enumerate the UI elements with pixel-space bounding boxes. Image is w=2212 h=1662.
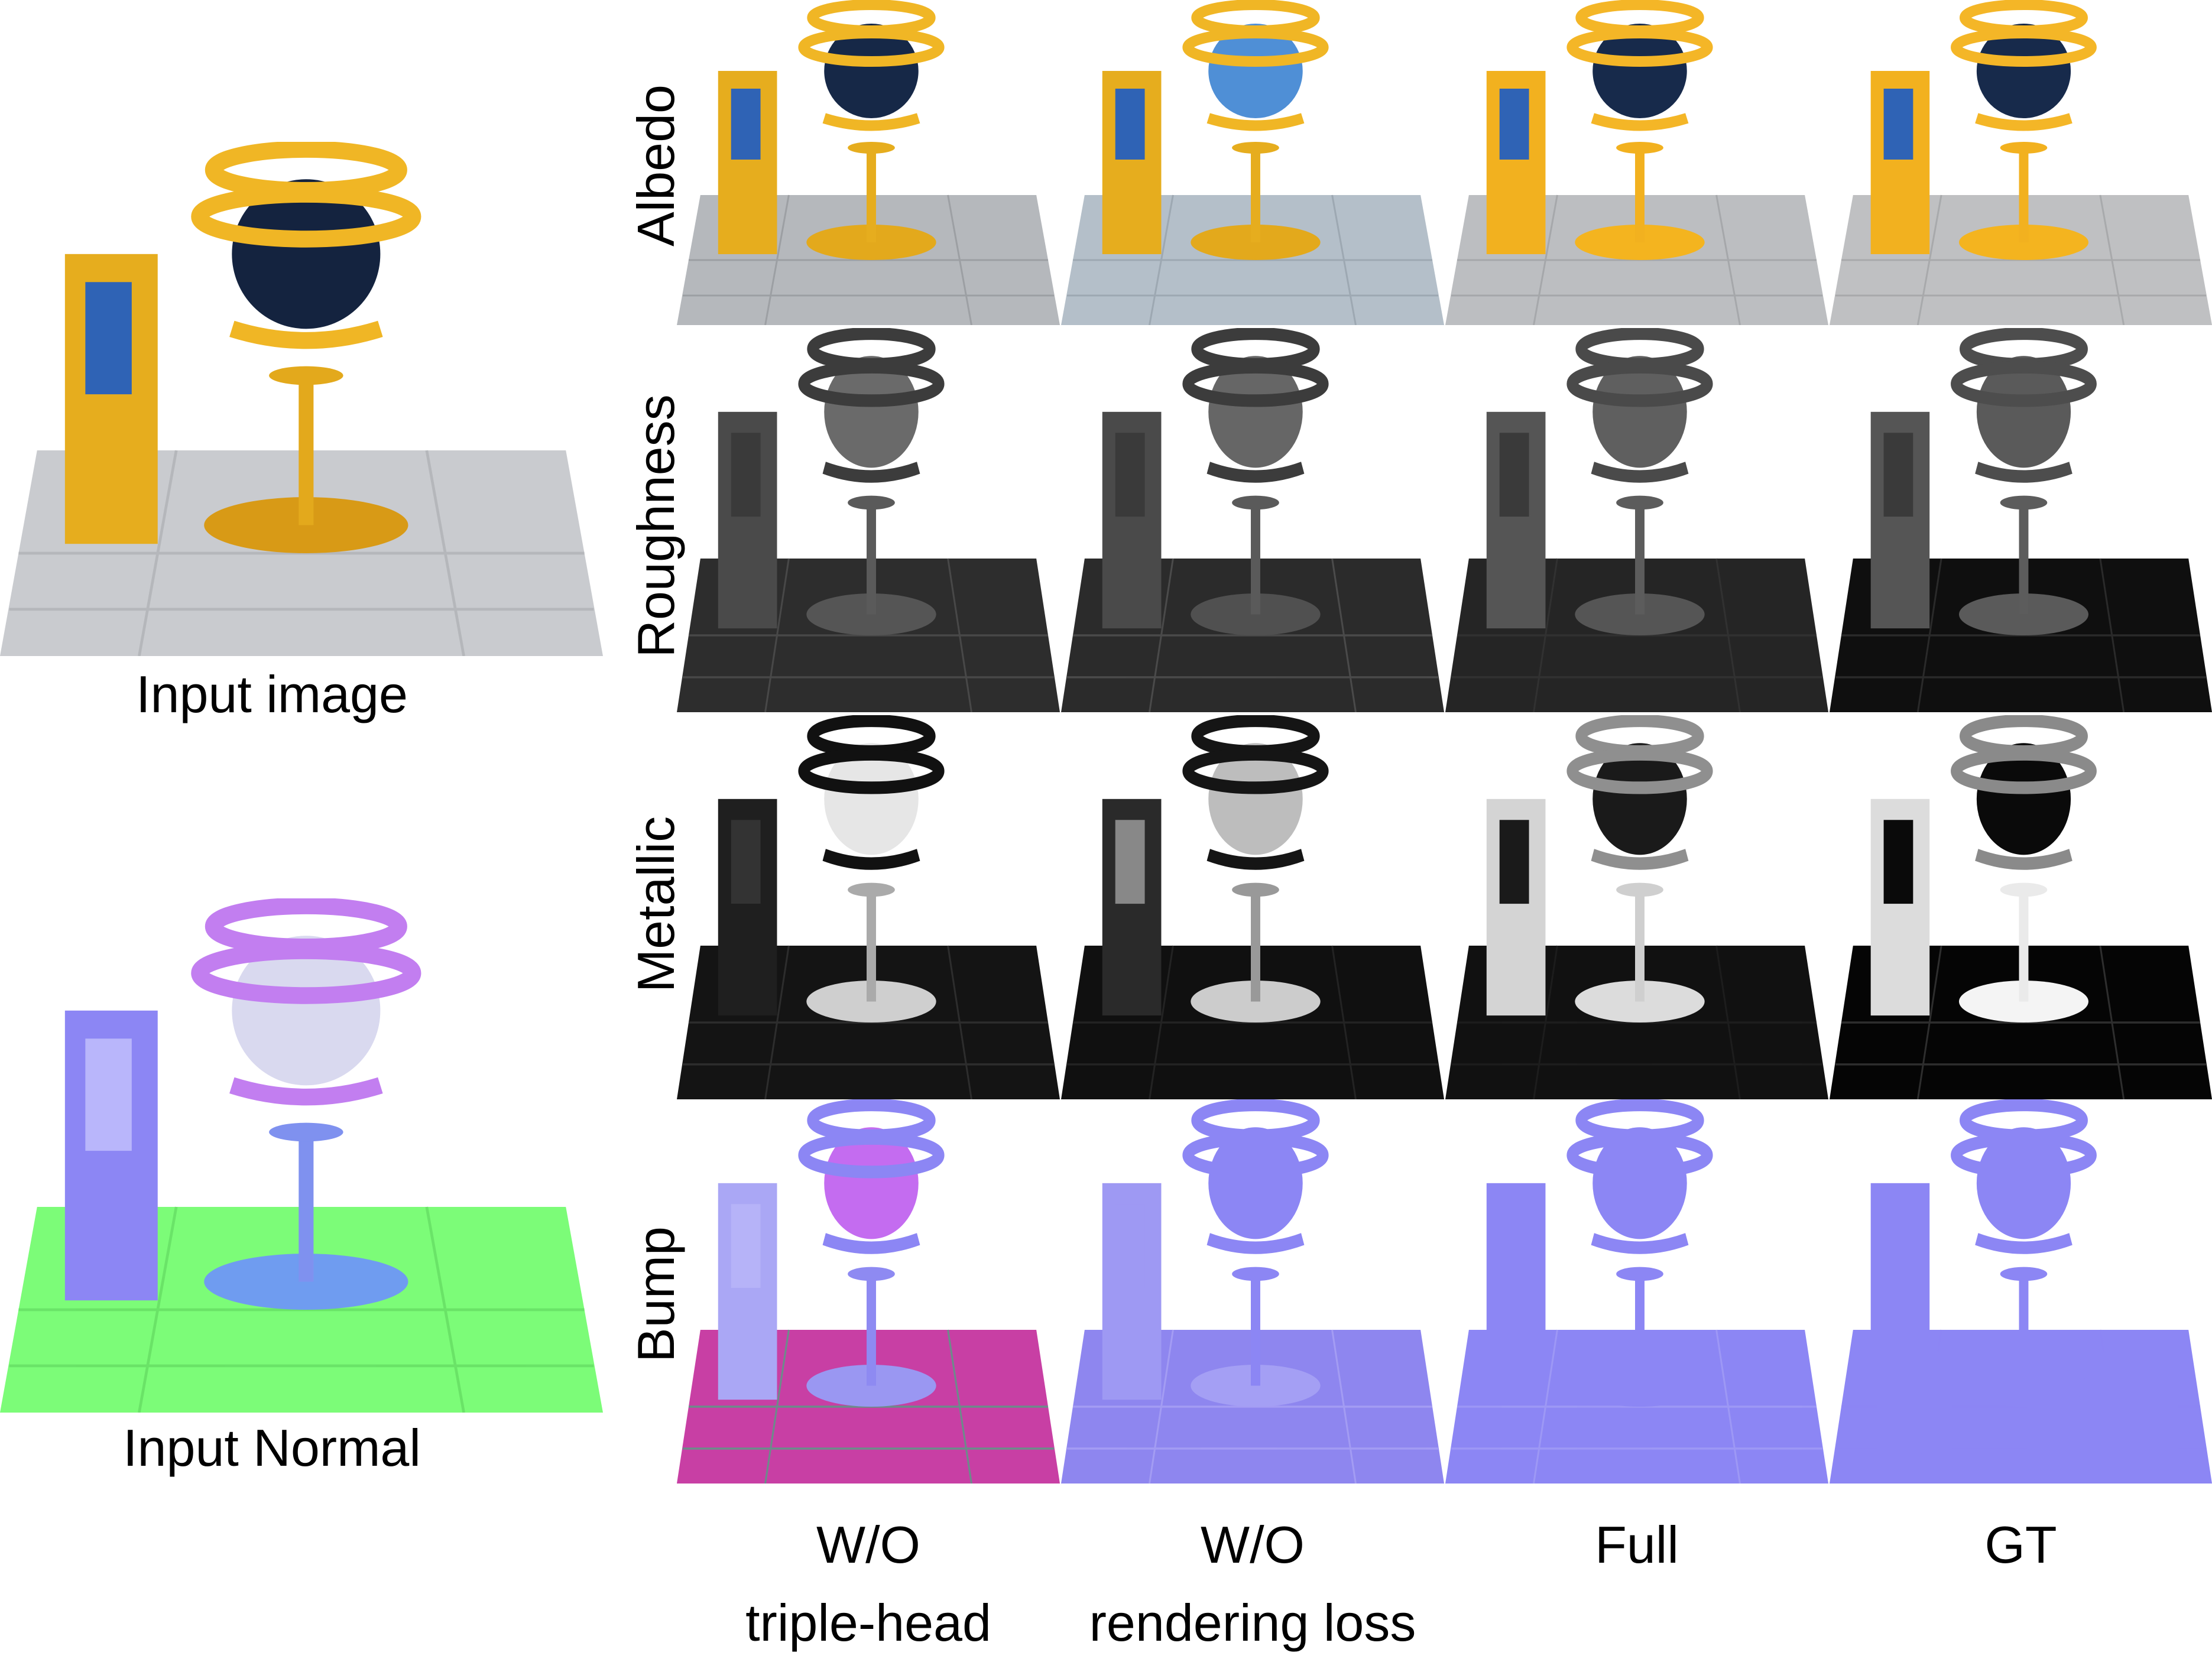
column-label-line1: W/O: [816, 1515, 920, 1574]
roughness-full: [1445, 328, 1828, 712]
column-label-full: Full: [1445, 1506, 1828, 1584]
metallic-gt: [1830, 715, 2212, 1099]
albedo-wo-rendering-loss: [1061, 0, 1444, 325]
bump-gt: [1830, 1099, 2212, 1484]
input-normal-caption: Input Normal: [123, 1418, 421, 1477]
input-image: [0, 142, 603, 656]
bump-wo-triple-head: [677, 1099, 1060, 1484]
column-label-line1: Full: [1595, 1515, 1679, 1574]
roughness-wo-rendering-loss: [1061, 328, 1444, 712]
roughness-gt: [1830, 328, 2212, 712]
column-label-line1: W/O: [1201, 1515, 1305, 1574]
bump-full: [1445, 1099, 1828, 1484]
column-label-gt: GT: [1830, 1506, 2212, 1584]
metallic-wo-rendering-loss: [1061, 715, 1444, 1099]
albedo-wo-triple-head: [677, 0, 1060, 325]
metallic-full: [1445, 715, 1828, 1099]
input-image-caption: Input image: [136, 665, 408, 723]
input-normal-image: [0, 898, 603, 1413]
column-label-line1: GT: [1984, 1515, 2057, 1574]
roughness-wo-triple-head: [677, 328, 1060, 712]
metallic-wo-triple-head: [677, 715, 1060, 1099]
column-label-line2: rendering loss: [1089, 1593, 1416, 1652]
albedo-full: [1445, 0, 1828, 325]
bump-wo-rendering-loss: [1061, 1099, 1444, 1484]
albedo-gt: [1830, 0, 2212, 325]
column-label-wo-rendering-loss: W/O rendering loss: [1061, 1506, 1444, 1662]
column-label-wo-triple-head: W/O triple-head: [677, 1506, 1060, 1662]
column-label-line2: triple-head: [745, 1593, 991, 1652]
